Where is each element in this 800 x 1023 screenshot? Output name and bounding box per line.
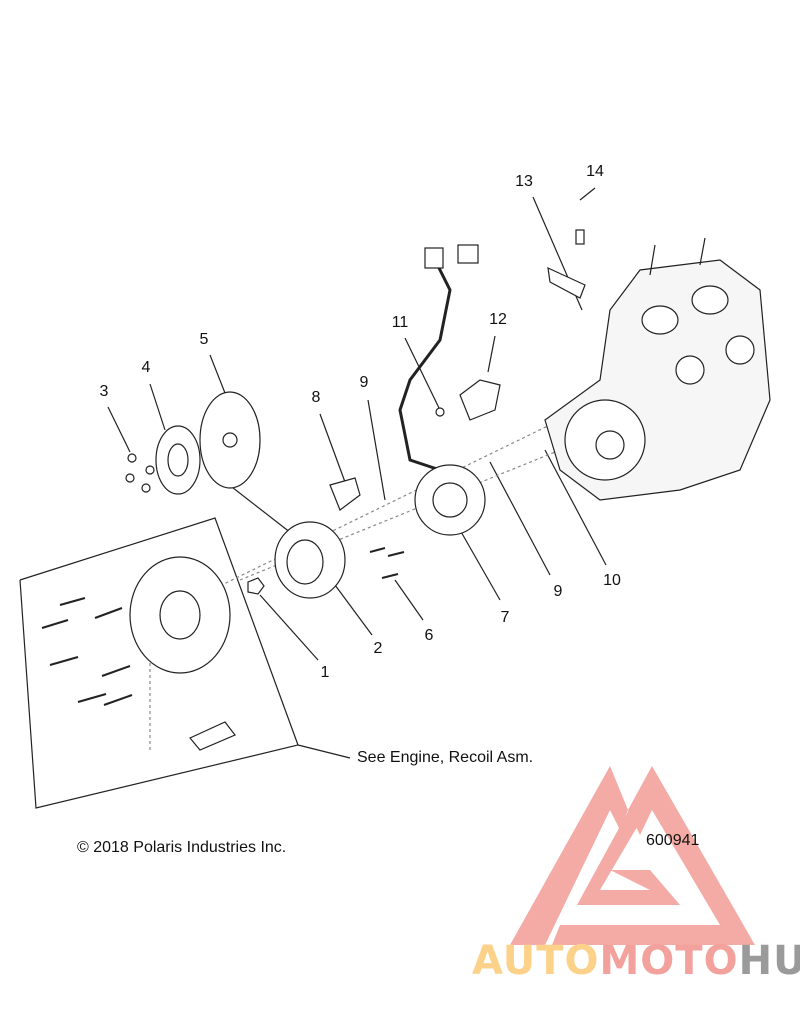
engine-block	[544, 237, 771, 501]
callout-12: 12	[489, 311, 507, 328]
recoil-handle	[189, 721, 236, 751]
part-8	[329, 477, 361, 511]
watermark-auto: AUTO	[472, 938, 600, 984]
callout-7: 7	[500, 609, 510, 626]
part-6	[369, 547, 405, 579]
part-12	[459, 379, 501, 421]
part-1	[247, 577, 265, 595]
callout-8: 8	[311, 389, 321, 406]
part-13	[547, 266, 586, 299]
callout-13: 13	[515, 173, 533, 190]
callout-9b: 9	[553, 583, 563, 600]
callout-10: 10	[603, 572, 621, 589]
recoil-note: See Engine, Recoil Asm.	[357, 749, 534, 766]
watermark-moto: MOTO	[599, 938, 739, 984]
callout-3: 3	[99, 383, 109, 400]
part-11	[435, 407, 445, 417]
callout-5: 5	[199, 331, 209, 348]
callout-4: 4	[141, 359, 151, 376]
callout-9a: 9	[359, 374, 369, 391]
callout-2: 2	[373, 640, 383, 657]
watermark-brand: AUTOMOTOHUB	[472, 938, 800, 984]
callout-6: 6	[424, 627, 434, 644]
callout-11: 11	[391, 314, 409, 331]
watermark-logo	[510, 766, 755, 945]
part-14	[575, 229, 585, 245]
watermark-hub: HUB	[738, 938, 800, 984]
part-7	[414, 464, 486, 536]
part-2	[274, 521, 346, 599]
part-4	[155, 425, 201, 495]
recoil-housing	[129, 556, 231, 674]
wire-harness	[398, 259, 452, 472]
part-3	[125, 453, 155, 493]
copyright-text: © 2018 Polaris Industries Inc.	[77, 839, 287, 856]
part-5	[199, 391, 261, 489]
callout-1: 1	[320, 664, 330, 681]
figure-number: 600941	[646, 832, 700, 849]
callout-14: 14	[586, 163, 604, 180]
recoil-bolts	[41, 597, 133, 706]
